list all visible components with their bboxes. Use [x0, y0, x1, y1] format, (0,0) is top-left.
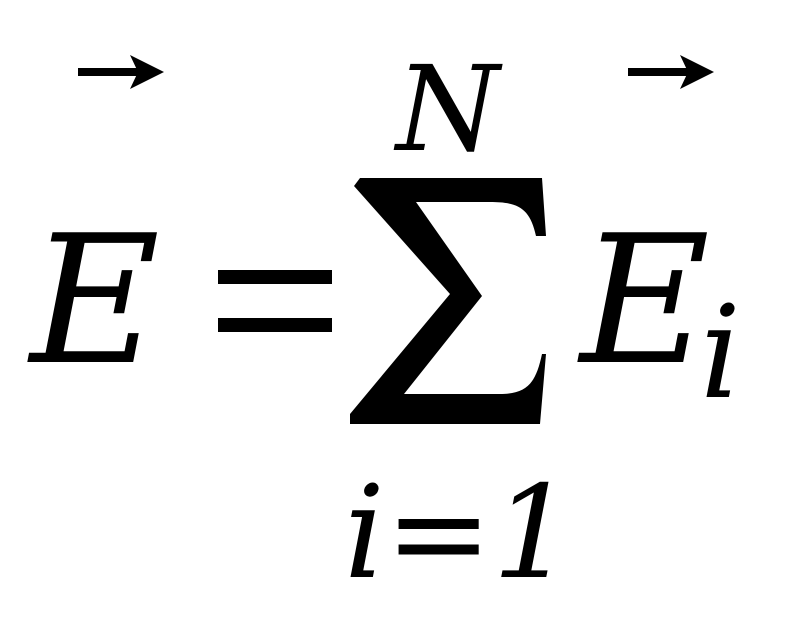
equals-sign — [218, 270, 332, 332]
summation-upper-limit: N — [396, 40, 500, 178]
rhs-subscript: i — [700, 279, 741, 428]
lhs-symbol: E — [30, 197, 160, 404]
rhs-vector-arrow-icon — [628, 55, 714, 89]
summation-sigma-icon — [350, 178, 546, 424]
lhs-vector-arrow-icon — [78, 55, 164, 89]
rhs-symbol: E — [580, 197, 710, 404]
summation-lower-limit: i=1 — [344, 459, 574, 608]
